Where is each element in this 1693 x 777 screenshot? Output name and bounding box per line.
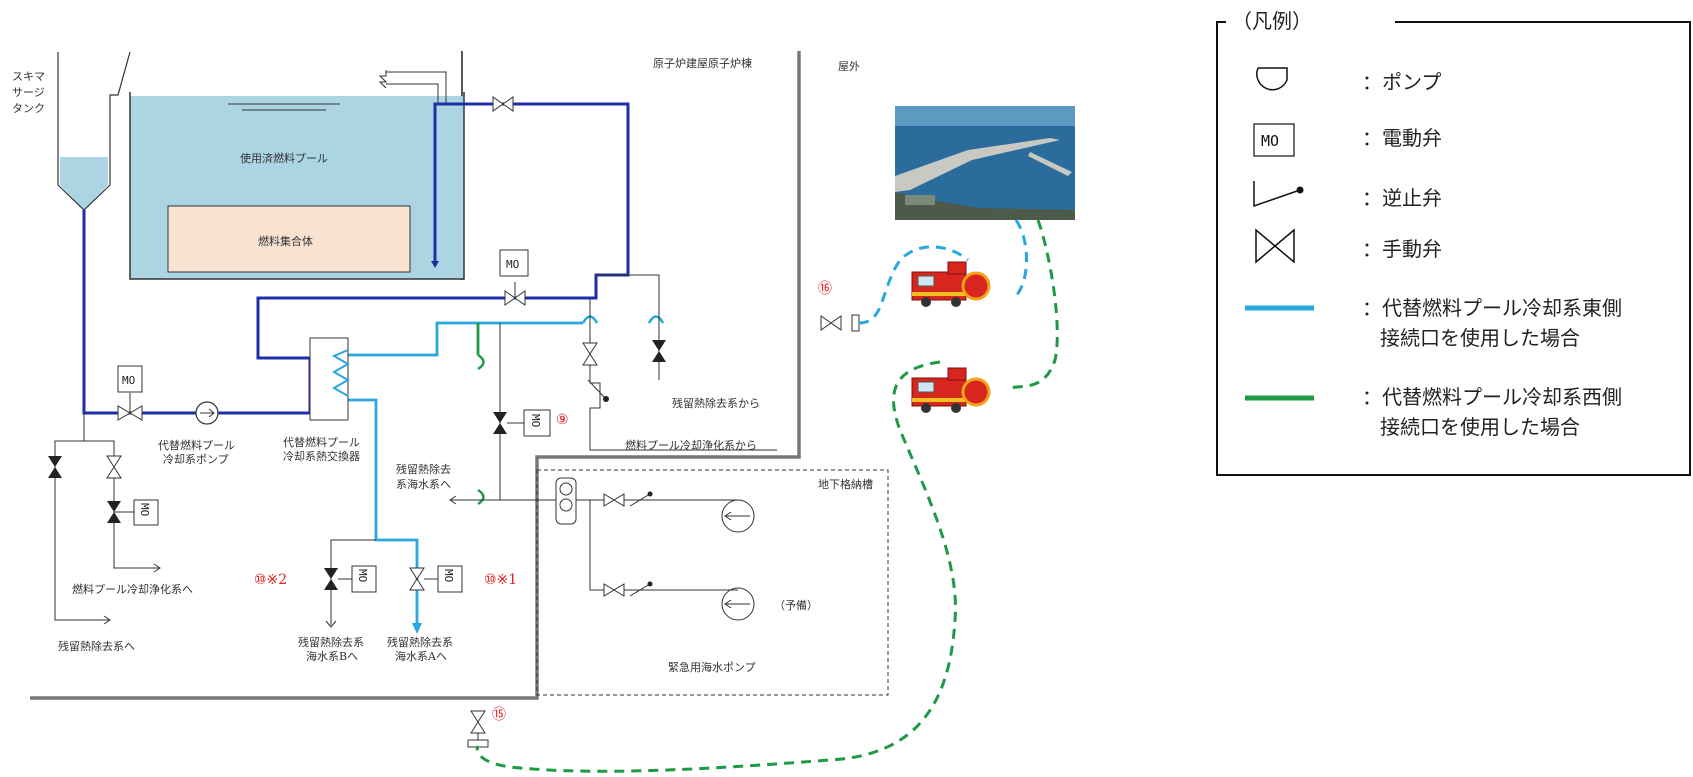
to-rhr-label: 残留熱除去系へ <box>58 639 135 653</box>
to-rhrsw-label: 残留熱除去 系海水系へ <box>396 462 455 491</box>
marker-10-1: ⑩※1 <box>484 572 517 588</box>
svg-text:MO: MO <box>529 414 542 427</box>
alt-pump-label: 代替燃料プール 冷却系ポンプ <box>158 438 239 466</box>
valve-from-fpc <box>582 342 609 402</box>
seawater-line <box>449 495 556 505</box>
svg-text:MO: MO <box>356 569 369 582</box>
legend-mo-symbol: MO <box>1253 123 1295 157</box>
mo-valve-10-2: MO <box>324 565 377 593</box>
east-hose <box>858 219 1028 325</box>
heat-exchanger <box>309 337 351 421</box>
to-rhrsw-a-label: 残留熱除去系 海水系Aへ <box>387 635 457 663</box>
outdoor-label: 屋外 <box>838 60 860 73</box>
spare-label: （予備） <box>774 599 818 612</box>
valve-from-rhr <box>652 340 666 362</box>
mo-valve-pump-suction: MO <box>117 365 143 421</box>
west-hose <box>475 219 1059 773</box>
legend-pump-symbol <box>1256 67 1288 91</box>
fire-truck-east <box>911 261 991 307</box>
svg-text:MO: MO <box>1261 132 1279 150</box>
reactor-building-label: 原子炉建屋原子炉棟 <box>653 56 752 70</box>
manual-valve-top <box>492 96 514 112</box>
pool-vent-lines <box>378 70 447 104</box>
valve-15 <box>467 710 489 748</box>
marker-10-2: ⑩※2 <box>254 572 287 588</box>
legend-check-symbol <box>1253 181 1304 208</box>
skimmer-tank-label: スキマ サージ タンク <box>12 70 49 115</box>
alt-pool-pump <box>195 401 219 425</box>
to-rhrsw-b-label: 残留熱除去系 海水系Bへ <box>298 635 368 663</box>
mo-valve-9: MO <box>493 409 551 437</box>
to-fpc-label: 燃料プール冷却浄化系へ <box>72 582 193 596</box>
from-rhr-label: 残留熱除去系から <box>672 396 760 410</box>
from-fpc-label: 燃料プール冷却浄化系から <box>625 438 757 452</box>
legend-manual-symbol <box>1255 228 1295 264</box>
legend-east-label: ：代替燃料プール冷却系東側 接続口を使用した場合 <box>1362 296 1628 350</box>
svg-text:MO: MO <box>442 569 455 582</box>
emergency-pump-label: 緊急用海水ポンプ <box>668 660 756 674</box>
mo-valve-fpc-branch: MO <box>107 499 159 526</box>
legend-title: （凡例） <box>1232 9 1312 33</box>
underground-pit <box>536 469 889 696</box>
rhrsw-branch-piping <box>325 539 376 628</box>
valve-fpc-branch <box>106 455 122 479</box>
marker-15: ⑮ <box>492 707 506 723</box>
legend-mo-label: ：電動弁 <box>1362 126 1442 150</box>
svg-text:MO: MO <box>138 503 151 516</box>
spent-fuel-pool <box>129 92 465 280</box>
legend: （凡例） ：ポンプ MO ：電動弁 ：逆止弁 ：手動弁 ：代替燃料プール冷却系東… <box>1216 9 1691 476</box>
valve-16 <box>820 314 860 332</box>
skimmer-surge-tank <box>57 51 131 211</box>
underground-pit-label: 地下格納槽 <box>818 477 873 491</box>
fuel-assembly-label: 燃料集合体 <box>258 234 313 248</box>
fire-truck-west <box>911 367 991 413</box>
alt-hx-label: 代替燃料プール 冷却系熱交換器 <box>283 435 364 463</box>
legend-pump-label: ：ポンプ <box>1362 70 1441 94</box>
harbour-photo <box>895 106 1075 220</box>
svg-text:MO: MO <box>122 374 135 387</box>
legend-manual-label: ：手動弁 <box>1362 237 1442 261</box>
from-rhr-fpc-piping <box>499 274 777 500</box>
east-connection-line <box>348 321 583 625</box>
mo-valve-pool-return: MO <box>499 249 529 306</box>
spent-fuel-pool-label: 使用済燃料プール <box>240 151 328 165</box>
legend-west-label: ：代替燃料プール冷却系西側 接続口を使用した場合 <box>1362 385 1628 439</box>
marker-9: ⑨ <box>556 412 569 428</box>
marker-16: ⑯ <box>818 281 832 297</box>
mo-valve-10-1: MO <box>409 565 463 593</box>
svg-text:MO: MO <box>506 258 519 271</box>
valve-rhr-branch <box>48 456 62 478</box>
legend-check-label: ：逆止弁 <box>1362 186 1442 210</box>
